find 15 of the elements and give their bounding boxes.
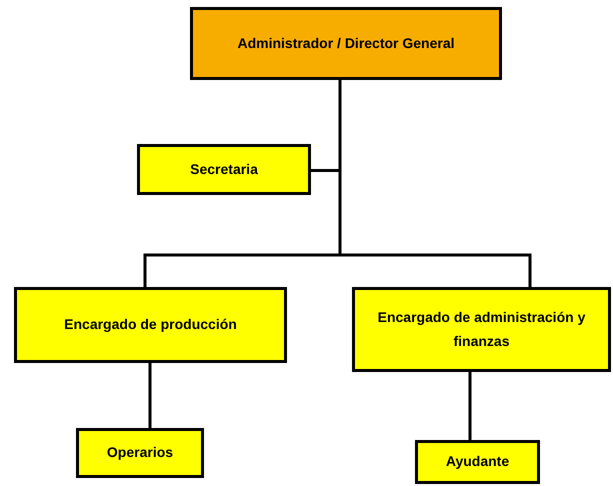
org-box <box>76 428 204 478</box>
connector-line <box>338 80 532 287</box>
connector-line <box>468 372 472 440</box>
role-title: Encargado de administración y finanzas <box>376 308 586 350</box>
connector-line <box>148 363 152 428</box>
org-box <box>137 144 311 195</box>
role-title: Administrador / Director General <box>237 34 455 53</box>
org-box <box>352 287 611 372</box>
org-box <box>190 7 502 80</box>
role-title: Encargado de producción <box>64 315 237 334</box>
role-title: Secretaria <box>190 160 258 179</box>
role-title: Operarios <box>106 443 174 462</box>
org-box <box>14 287 287 363</box>
role-title: Ayudante <box>446 452 510 472</box>
org-box <box>415 440 540 484</box>
